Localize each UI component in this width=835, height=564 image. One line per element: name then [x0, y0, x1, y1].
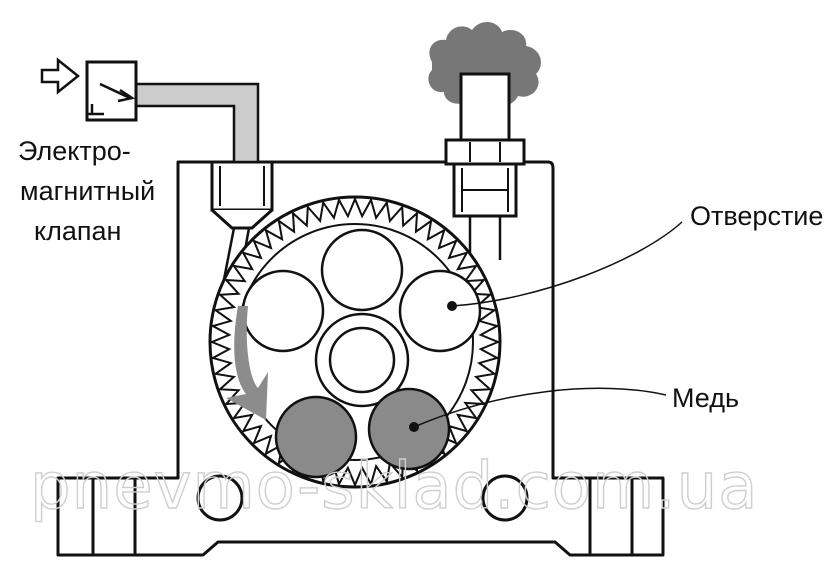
leader-lines — [413, 221, 683, 428]
hole-top — [320, 228, 404, 312]
valve-label-line1: Электро- — [18, 136, 131, 166]
hole-right — [398, 269, 482, 353]
rotor-holes — [241, 228, 482, 408]
mounting-hole-left — [196, 474, 244, 522]
copper-label: Медь — [672, 383, 739, 413]
watermark: pnevmo-sklad.com.ua — [30, 450, 758, 524]
copper-slugs — [274, 387, 451, 479]
air-supply-pipe — [134, 82, 260, 164]
rotation-arrow-icon — [226, 306, 268, 420]
solenoid-valve-symbol — [40, 57, 138, 122]
exhaust-cloud-icon — [428, 21, 541, 107]
copper-pointer-dot — [409, 422, 419, 432]
hole-left — [241, 269, 325, 353]
mounting-hole-right — [481, 474, 529, 522]
mounting-holes — [196, 474, 529, 522]
hole-label: Отверстие — [690, 201, 823, 231]
inlet-fitting — [210, 160, 274, 230]
hole-pointer-dot — [447, 301, 457, 311]
hole-center-inner — [328, 326, 396, 394]
valve-label-line2: магнитный — [20, 176, 155, 206]
valve-label-line3: клапан — [34, 216, 121, 246]
exhaust-tube-front — [459, 72, 511, 142]
copper-slug-left — [274, 395, 358, 479]
base-legs — [91, 476, 634, 557]
exhaust-fitting — [444, 138, 526, 218]
copper-slug-right — [367, 387, 451, 471]
